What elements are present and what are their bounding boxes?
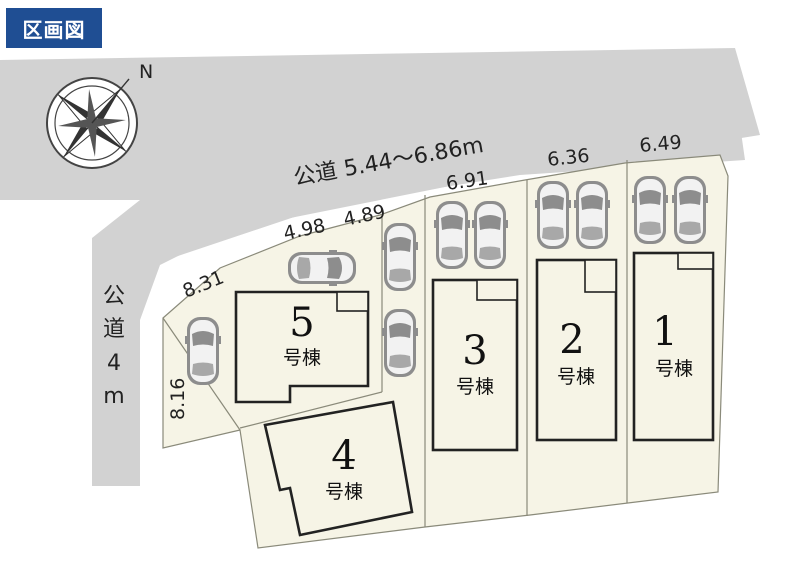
dimension-6-49: 6.49 — [639, 131, 683, 157]
car-icon — [535, 181, 571, 249]
lot-2-number: 2 — [559, 317, 584, 363]
building-lot4 — [263, 400, 414, 537]
public-road-left-char-2: 道 — [103, 317, 125, 342]
lot-1-label: 号棟 — [655, 358, 693, 380]
lot-3-number: 3 — [462, 328, 487, 374]
lot-1-number: 1 — [652, 309, 677, 355]
public-road-left-char-3: 4 — [107, 351, 121, 376]
compass-rose-icon — [46, 77, 138, 169]
lot-5-number: 5 — [289, 300, 314, 346]
building-lot1 — [632, 251, 715, 442]
building-lot1-notch — [677, 252, 714, 270]
dimension-8-16: 8.16 — [167, 378, 189, 420]
car-icon — [382, 223, 418, 291]
car-icon — [574, 181, 610, 249]
car-icon — [472, 201, 508, 269]
compass-north-label: N — [139, 61, 153, 83]
building-lot3-notch — [476, 279, 518, 301]
building-lot5-notch — [336, 291, 369, 312]
public-road-top-band — [160, 125, 745, 262]
car-icon — [288, 250, 356, 286]
lot-4-label: 号棟 — [325, 481, 363, 503]
lot-4-number: 4 — [331, 433, 356, 479]
public-road-left-char-1: 公 — [103, 284, 125, 309]
divider-lot5-lot4 — [239, 391, 383, 429]
car-icon — [672, 176, 708, 244]
car-icon — [434, 201, 470, 269]
plot-plan-badge: 区画図 — [6, 8, 102, 48]
building-lot2-notch — [584, 259, 617, 293]
public-road-left-char-4: m — [103, 384, 124, 409]
lot-5-label: 号棟 — [283, 347, 321, 369]
car-icon — [185, 317, 221, 385]
lot-3-label: 号棟 — [456, 376, 494, 398]
lot-2-label: 号棟 — [557, 366, 595, 388]
building-lot3 — [431, 278, 519, 452]
car-icon — [632, 176, 668, 244]
car-icon — [382, 309, 418, 377]
dimension-6-36: 6.36 — [546, 145, 590, 171]
